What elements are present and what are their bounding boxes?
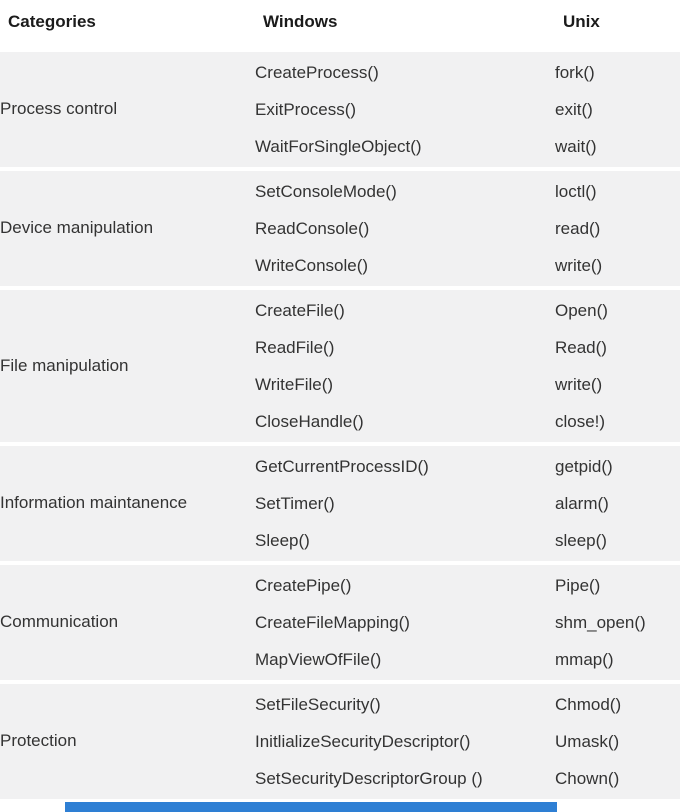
windows-call: MapViewOfFile() — [255, 650, 382, 669]
unix-call: write() — [555, 375, 603, 394]
windows-calls-cell: CreateFile() ReadFile() WriteFile() CloseHa… — [255, 292, 555, 440]
unix-calls-cell: Pipe() shm_open() mmap() — [555, 567, 680, 678]
table-row: Protection SetFileSecurity() InitlializeS… — [0, 684, 680, 799]
table-body: Process control CreateProcess() ExitProce… — [0, 52, 680, 799]
windows-call: GetCurrentProcessID() — [255, 457, 429, 476]
table-header-row: Categories Windows Unix — [0, 0, 680, 52]
windows-call: CreatePipe() — [255, 576, 352, 595]
windows-call: WaitForSingleObject() — [255, 137, 422, 156]
table-row: File manipulation CreateFile() ReadFile()… — [0, 290, 680, 442]
table-row: Process control CreateProcess() ExitProce… — [0, 52, 680, 167]
table-row: Device manipulation SetConsoleMode() Read… — [0, 171, 680, 286]
unix-call: Open() — [555, 301, 608, 320]
windows-call: CloseHandle() — [255, 412, 364, 431]
unix-call: read() — [555, 219, 601, 238]
category-cell: Information maintanence — [0, 493, 188, 513]
windows-calls-cell: SetFileSecurity() InitlializeSecurityDesc… — [255, 686, 555, 797]
unix-call: Read() — [555, 338, 607, 357]
windows-call: InitlializeSecurityDescriptor() — [255, 732, 471, 751]
windows-call: WriteFile() — [255, 375, 334, 394]
windows-calls-cell: CreateProcess() ExitProcess() WaitForSingl… — [255, 54, 555, 165]
table-row: Communication CreatePipe() CreateFileMapp… — [0, 565, 680, 680]
unix-call: alarm() — [555, 494, 609, 513]
unix-call: close!) — [555, 412, 606, 431]
category-cell: Process control — [0, 99, 118, 119]
table-row: Information maintanence GetCurrentProces… — [0, 446, 680, 561]
unix-call: fork() — [555, 63, 595, 82]
windows-call: CreateFile() — [255, 301, 345, 320]
category-cell: Communication — [0, 612, 119, 632]
category-cell: File manipulation — [0, 355, 129, 375]
unix-calls-cell: getpid() alarm() sleep() — [555, 448, 680, 559]
windows-call: ReadFile() — [255, 338, 335, 357]
windows-call: SetConsoleMode() — [255, 182, 397, 201]
unix-call: Chmod() — [555, 695, 622, 714]
unix-call: Umask() — [555, 732, 620, 751]
unix-call: Pipe() — [555, 576, 601, 595]
bottom-accent-bar — [65, 802, 557, 812]
windows-calls-cell: SetConsoleMode() ReadConsole() WriteConsol… — [255, 173, 555, 284]
windows-call: Sleep() — [255, 531, 310, 550]
unix-call: write() — [555, 256, 603, 275]
unix-calls-cell: Chmod() Umask() Chown() — [555, 686, 680, 797]
unix-call: wait() — [555, 137, 597, 156]
unix-call: mmap() — [555, 650, 614, 669]
unix-call: Chown() — [555, 769, 620, 788]
column-header-unix: Unix — [563, 11, 600, 31]
windows-call: SetSecurityDescriptorGroup () — [255, 769, 483, 788]
unix-call: loctl() — [555, 182, 597, 201]
unix-calls-cell: loctl() read() write() — [555, 173, 680, 284]
windows-call: WriteConsole() — [255, 256, 369, 275]
windows-call: SetTimer() — [255, 494, 335, 513]
windows-call: CreateProcess() — [255, 63, 379, 82]
windows-calls-cell: GetCurrentProcessID() SetTimer() Sleep() — [255, 448, 555, 559]
unix-call: exit() — [555, 100, 593, 119]
column-header-categories: Categories — [8, 11, 96, 31]
column-header-windows: Windows — [263, 11, 338, 31]
unix-calls-cell: fork() exit() wait() — [555, 54, 680, 165]
windows-calls-cell: CreatePipe() CreateFileMapping() MapViewOf… — [255, 567, 555, 678]
windows-call: SetFileSecurity() — [255, 695, 381, 714]
unix-calls-cell: Open() Read() write() close!) — [555, 292, 680, 440]
category-cell: Protection — [0, 731, 77, 751]
windows-call: ReadConsole() — [255, 219, 370, 238]
unix-call: getpid() — [555, 457, 613, 476]
unix-call: shm_open() — [555, 613, 646, 632]
windows-call: ExitProcess() — [255, 100, 357, 119]
unix-call: sleep() — [555, 531, 607, 550]
category-cell: Device manipulation — [0, 218, 154, 238]
windows-call: CreateFileMapping() — [255, 613, 410, 632]
